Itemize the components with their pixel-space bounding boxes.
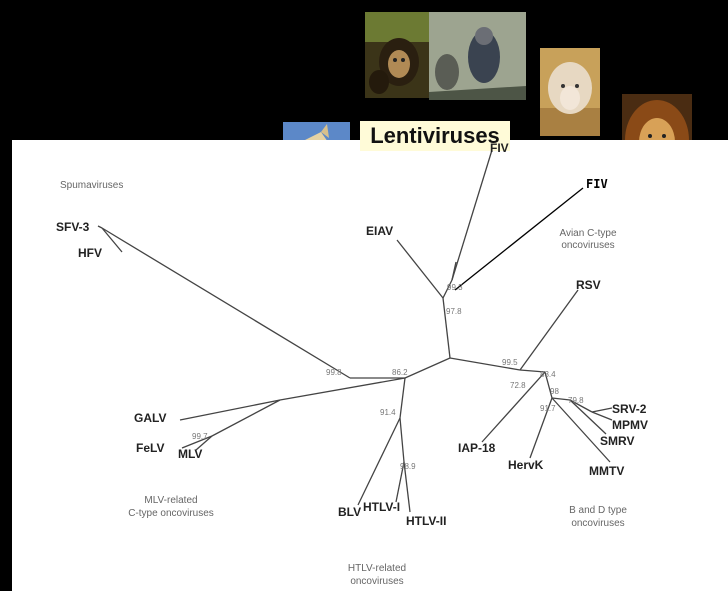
group-avian-line2: oncoviruses [561,240,615,251]
branch-lenti [442,297,451,359]
branch-htlv [399,377,406,419]
branch-bd [449,357,521,371]
taxon-smrv: SMRV [600,434,635,448]
branch-bd-node [519,369,546,373]
taxon-hfv: HFV [78,246,102,260]
taxon-eiav: EIAV [366,224,394,238]
branch-smrv [569,399,607,435]
taxon-hervk: HervK [508,458,544,472]
taxon-mpmv: MPMV [612,418,648,432]
chimpanzee-photo [365,12,429,98]
branch-blv [357,417,401,506]
branch-fiv-tip2 [451,261,457,281]
group-bd-line1: B and D type [569,505,627,516]
taxon-felv: FeLV [136,441,165,455]
branch-mpmv [591,411,613,421]
bootstrap-value: 79.8 [568,396,584,405]
bootstrap-value: 98 [550,387,559,396]
branch-mlv [279,377,406,401]
group-avian-line1: Avian C-type [559,228,617,239]
branch-htlv-node [399,417,405,463]
taxon-iap18: IAP-18 [458,441,496,455]
taxon-htlv1: HTLV-I [363,500,401,514]
taxon-rsv: RSV [576,278,601,292]
diagram-panel [12,140,728,591]
taxon-mlv: MLV [178,447,203,461]
taxon-blv: BLV [338,505,362,519]
bootstrap-value: 97.8 [446,307,462,316]
branch-spuma [101,227,351,379]
branch-felv [181,435,213,449]
branch-felv-mlv [211,399,281,437]
bootstrap-value: 99.8 [326,368,342,377]
branch-htlv1 [395,461,405,503]
taxon-sfv3: SFV-3 [56,220,90,234]
branch-d-node [551,397,571,401]
taxon-mmtv: MMTV [589,464,625,478]
bootstrap-value: 99.7 [192,432,208,441]
branch-iap [481,371,546,443]
branch-mmtv [551,397,611,463]
branch-rsv [519,289,579,371]
fiv-callout-label: FIV [586,177,608,191]
taxon-galv: GALV [134,411,167,425]
group-mlv-line2: C-type oncoviruses [128,508,214,519]
branch-fiv [442,279,453,299]
bootstrap-value: 99.5 [502,358,518,367]
taxon-srv2: SRV-2 [612,402,647,416]
bootstrap-value: 86.2 [392,368,408,377]
branch-mlv-tip [195,435,213,451]
branch-galv [179,399,281,421]
sheep-photo [540,48,600,136]
lentiviruses-title: Lentiviruses [360,121,510,151]
taxon-fiv-branch: FIV [490,141,509,155]
branch-srv2 [591,407,613,413]
taxon-htlv2: HTLV-II [406,514,447,528]
branch-eiav [396,239,444,299]
group-spumaviruses: Spumaviruses [60,180,124,191]
branch-center-left [404,357,451,379]
branch-bd-inner [544,371,553,399]
branch-fiv-tip [451,149,493,281]
branch-sfv3 [97,225,103,229]
branch-hervk [529,397,553,459]
group-bd-line2: oncoviruses [571,518,625,529]
bootstrap-value: 91.7 [540,404,556,413]
fiv-callout-line [454,187,584,291]
branch-mpmv-node [569,399,593,413]
monkeys-photo [429,12,526,100]
group-mlv-line1: MLV-related [144,495,198,506]
branch-htlv2 [403,461,411,513]
bootstrap-value: 91.4 [380,408,396,417]
bootstrap-value: 99.3 [447,283,463,292]
group-htlv-line1: HTLV-related [347,563,407,574]
branch-hfv [101,227,123,253]
group-htlv-line2: oncoviruses [350,576,404,587]
bootstrap-value: 72.8 [510,381,526,390]
bootstrap-value: 83.4 [540,370,556,379]
bootstrap-value: 98.9 [400,462,416,471]
